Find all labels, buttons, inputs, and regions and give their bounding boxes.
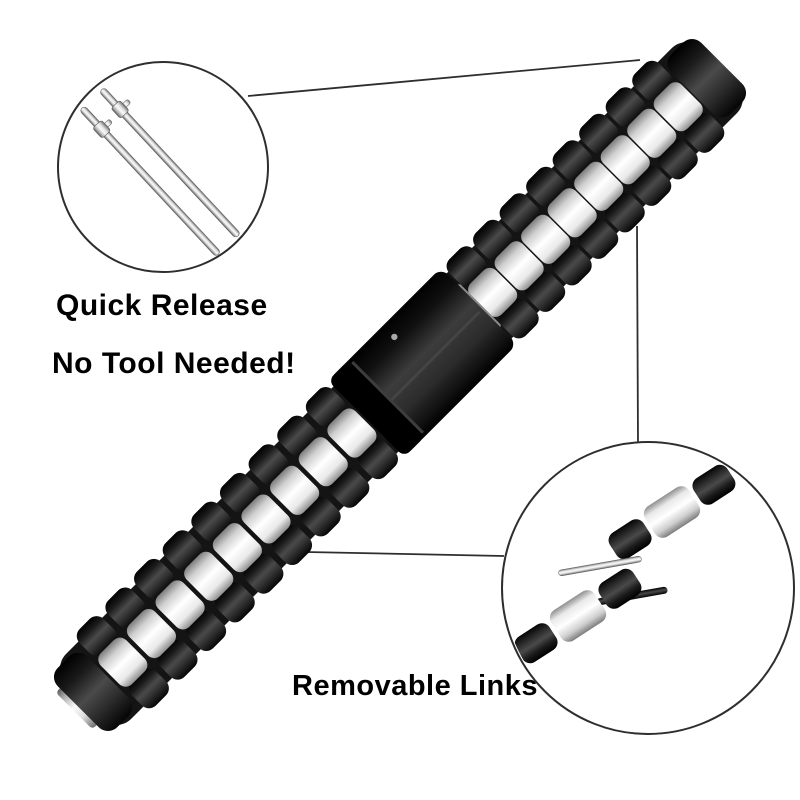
removable-link-strip-bottom (509, 562, 647, 670)
quick-release-circle (57, 61, 269, 273)
removable-links-label: Removable Links (292, 670, 539, 702)
clasp (331, 271, 514, 454)
removable-links-circle (501, 441, 795, 735)
spring-bar-pins-icon (80, 88, 240, 256)
removable-pin-silver-icon (558, 555, 642, 577)
band-end-cap-top (667, 38, 747, 118)
removable-link-strip-top (603, 458, 741, 566)
watch-band-graphic (53, 38, 747, 732)
band-end-cap-bottom (53, 652, 133, 732)
connector-line-vertical (636, 225, 639, 444)
removable-link-parts-icon (509, 458, 741, 670)
quick-release-label-line2: No Tool Needed! (52, 347, 296, 380)
quick-release-label-line1: Quick Release (56, 289, 268, 322)
connector-line-quick-release (247, 59, 641, 97)
connector-line-removable-links (305, 551, 505, 557)
